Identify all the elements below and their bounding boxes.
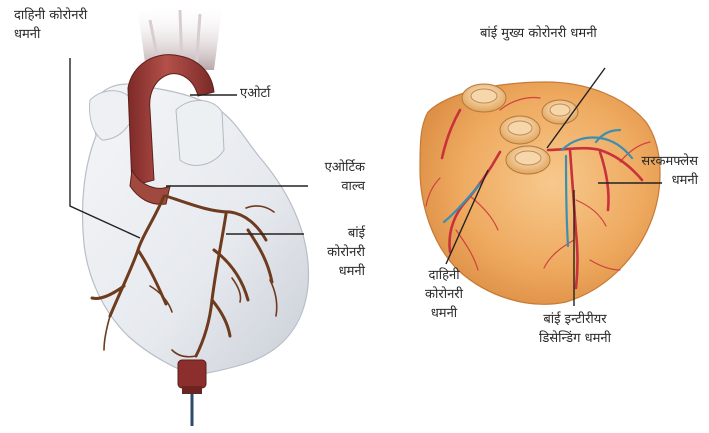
label-line: धमनी	[598, 171, 698, 190]
label-aortic-valve: एओर्टिक वाल्व	[292, 158, 365, 196]
label-line: सरकमफ्लेस	[598, 152, 698, 171]
label-line: बांई इन्टीरीयर	[510, 310, 640, 329]
label-right-coronary-artery-right: दाहिनी कोरोनरी धमनी	[404, 266, 484, 323]
label-line: धमनी	[404, 304, 484, 323]
label-line: धमनी	[296, 262, 365, 281]
label-line: कोरोनरी	[404, 285, 484, 304]
label-line: धमनी	[14, 25, 87, 44]
label-left-anterior-descending-artery: बांई इन्टीरीयर डिसेन्डिंग धमनी	[510, 310, 640, 348]
label-left-main-coronary-artery: बांई मुख्य कोरोनरी धमनी	[480, 24, 597, 43]
left-heart-illustration	[83, 4, 309, 426]
label-line: एओर्टिक	[292, 158, 365, 177]
label-line: दाहिनी कोरोनरी	[14, 6, 87, 25]
label-line: वाल्व	[292, 177, 365, 196]
label-left-coronary-artery: बांई कोरोनरी धमनी	[296, 224, 365, 281]
label-line: एओर्टा	[240, 84, 270, 103]
label-aorta: एओर्टा	[240, 84, 270, 103]
label-line: बांई मुख्य कोरोनरी धमनी	[480, 24, 597, 43]
label-right-coronary-artery-left: दाहिनी कोरोनरी धमनी	[14, 6, 87, 44]
label-line: कोरोनरी	[296, 243, 365, 262]
label-line: बांई	[296, 224, 365, 243]
label-line: दाहिनी	[404, 266, 484, 285]
label-circumflex-artery: सरकमफ्लेस धमनी	[598, 152, 698, 190]
label-line: डिसेन्डिंग धमनी	[510, 329, 640, 348]
